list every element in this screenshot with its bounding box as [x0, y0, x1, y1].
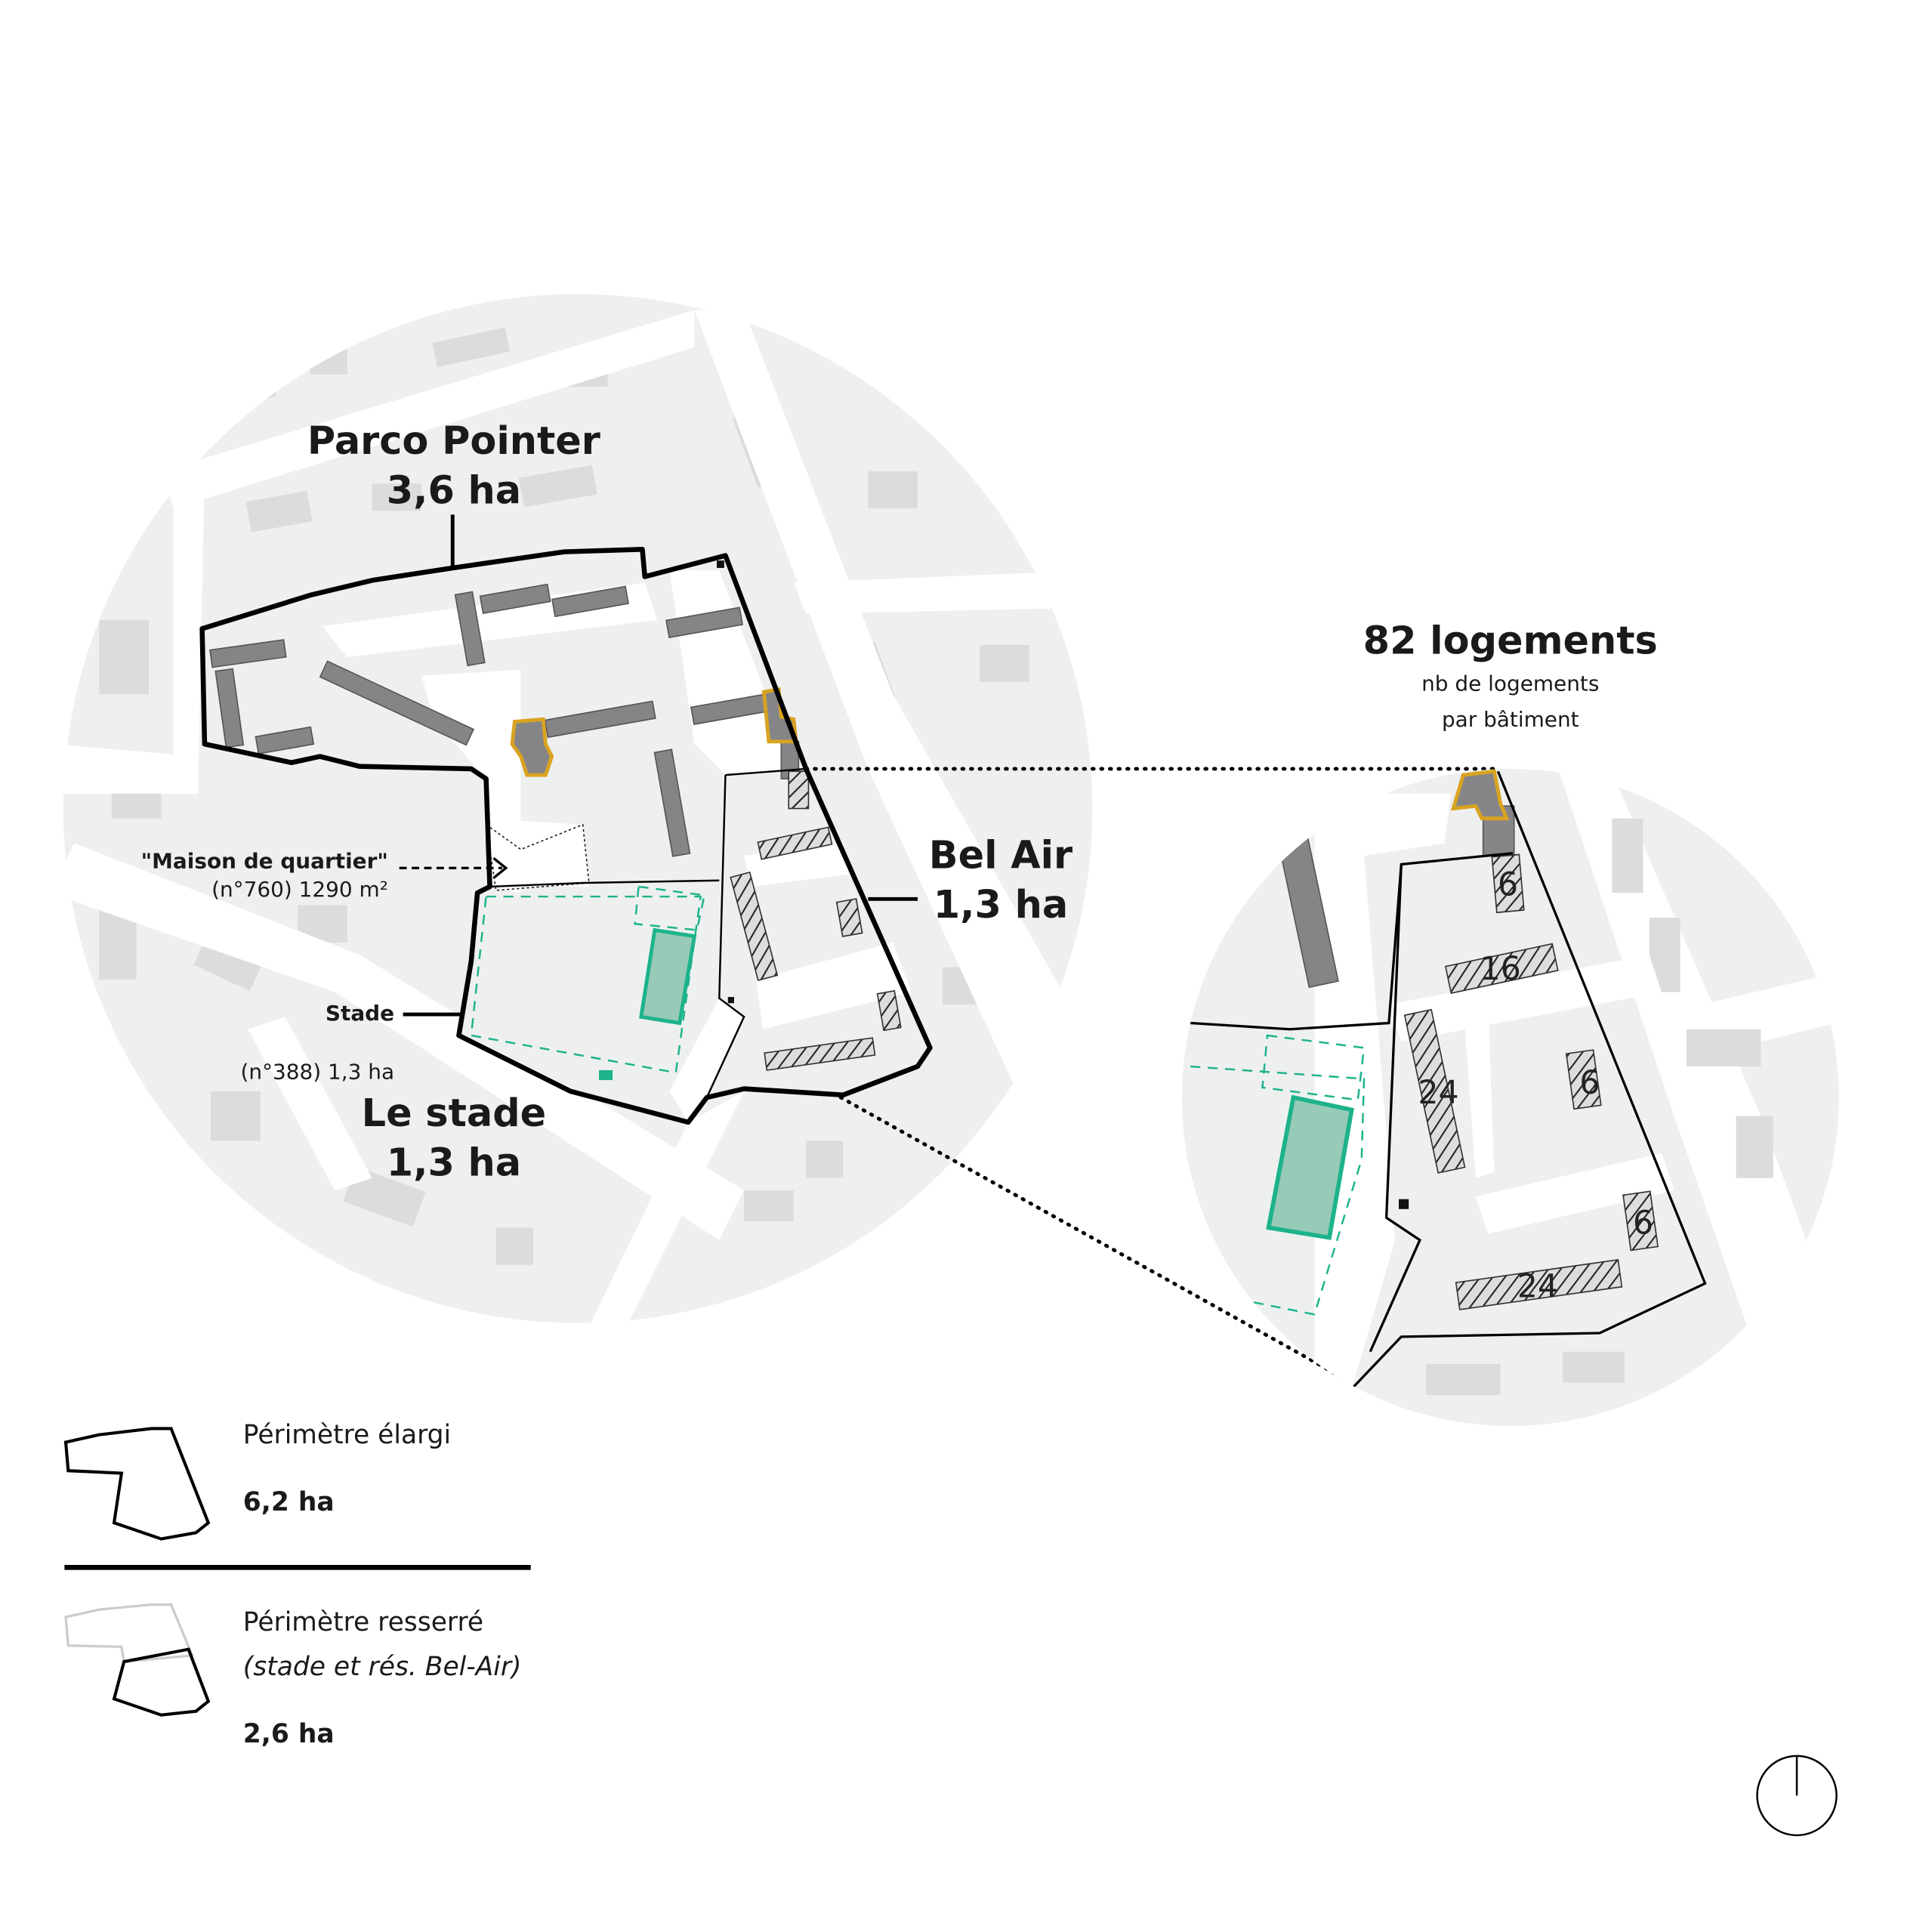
- zoom-map: [1181, 768, 1839, 1427]
- maison-de-quartier-outline: [485, 823, 590, 891]
- stade-project: [470, 885, 706, 1081]
- count-label: 16: [1480, 950, 1520, 988]
- bel-air-area: 1,3 ha: [934, 883, 1068, 927]
- legend-label-elargi: Périmètre élargi: [243, 1420, 451, 1450]
- gold-highlight-building: [510, 717, 554, 777]
- count-label: 6: [1633, 1205, 1653, 1242]
- compass-icon: [1756, 1755, 1838, 1837]
- zoom-subtitle-1: nb de logements: [1421, 671, 1599, 696]
- count-label: 6: [1498, 866, 1518, 903]
- maison-arrow: [399, 856, 508, 879]
- main-map: [63, 294, 1093, 1323]
- parco-pointer-name: Parco Pointer: [307, 419, 600, 464]
- zoom-connector-bottom: [838, 1095, 1354, 1385]
- gold-highlight-building-2: [761, 687, 798, 744]
- count-label: 6: [1579, 1064, 1600, 1102]
- building-counts: 6 16 24 6 6 24: [1418, 866, 1653, 1305]
- legend-area-resserre: 2,6 ha: [243, 1719, 335, 1749]
- stade-detail: (n°388) 1,3 ha: [241, 1059, 395, 1084]
- le-stade-name: Le stade: [362, 1091, 546, 1136]
- count-label: 24: [1517, 1267, 1558, 1305]
- existing-buildings: [209, 560, 902, 1071]
- le-stade-area: 1,3 ha: [387, 1140, 521, 1185]
- zoom-title: 82 logements: [1363, 619, 1658, 663]
- legend-label-resserre: Périmètre resserré: [243, 1607, 483, 1637]
- maison-title: "Maison de quartier": [141, 848, 388, 873]
- legend-area-elargi: 6,2 ha: [243, 1487, 335, 1517]
- maison-detail: (n°760) 1290 m²: [211, 877, 388, 902]
- legend: Périmètre élargi 6,2 ha Périmètre resser…: [63, 1420, 531, 1749]
- legend-icon-elargi: [63, 1427, 211, 1541]
- parco-pointer-area: 3,6 ha: [387, 469, 521, 514]
- roads: [63, 310, 1091, 1323]
- zoom-subtitle-2: par bâtiment: [1442, 707, 1579, 732]
- zoom-gold-building: [1450, 769, 1510, 821]
- legend-sublabel-resserre: (stade et rés. Bel-Air): [243, 1652, 522, 1682]
- bel-air-name: Bel Air: [929, 833, 1072, 878]
- legend-icon-resserre: [112, 1647, 211, 1717]
- zoom-green-building: [1266, 1094, 1354, 1240]
- stade-label: Stade: [326, 1001, 394, 1026]
- bel-air-outline: [489, 767, 807, 1098]
- green-building: [639, 927, 697, 1026]
- count-label: 24: [1418, 1074, 1458, 1112]
